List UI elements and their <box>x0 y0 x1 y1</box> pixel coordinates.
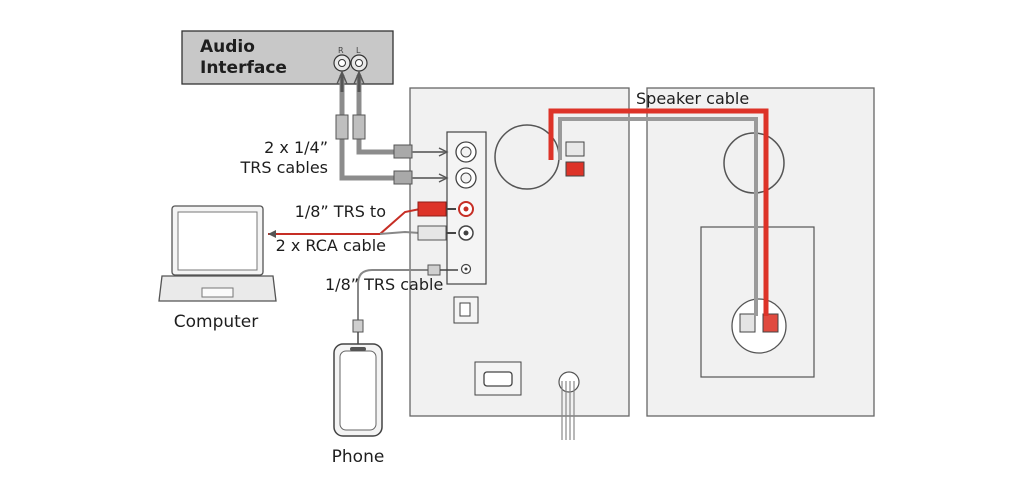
audio-interface-title: Audio Interface <box>200 37 320 79</box>
laptop-icon <box>158 205 277 302</box>
phone-icon <box>333 343 383 437</box>
audio-interface-title-line2: Interface <box>200 58 287 78</box>
right-speaker-panel <box>646 87 875 417</box>
rca-label-line2: 2 x RCA cable <box>275 236 386 255</box>
phone-label: Phone <box>331 447 385 467</box>
speaker-cable <box>548 108 769 316</box>
left-speaker-panel <box>409 87 630 440</box>
rca-cable <box>268 201 456 241</box>
trs-eighth-label: 1/8” TRS cable <box>325 275 444 294</box>
computer-label: Computer <box>173 312 259 332</box>
audio-interface <box>181 30 394 85</box>
jack-right-letter: R <box>338 46 344 55</box>
jack-left-letter: L <box>356 46 361 55</box>
speaker-cable-label: Speaker cable <box>636 89 750 108</box>
trs-quarter-label-line1: 2 x 1/4” <box>264 138 328 157</box>
trs-quarter-label-line2: TRS cables <box>240 158 328 177</box>
audio-interface-title-line1: Audio <box>200 37 255 57</box>
trs-quarter-cables <box>335 70 449 185</box>
trs-eighth-cable <box>352 264 458 344</box>
rca-label-line1: 1/8” TRS to <box>294 202 386 221</box>
